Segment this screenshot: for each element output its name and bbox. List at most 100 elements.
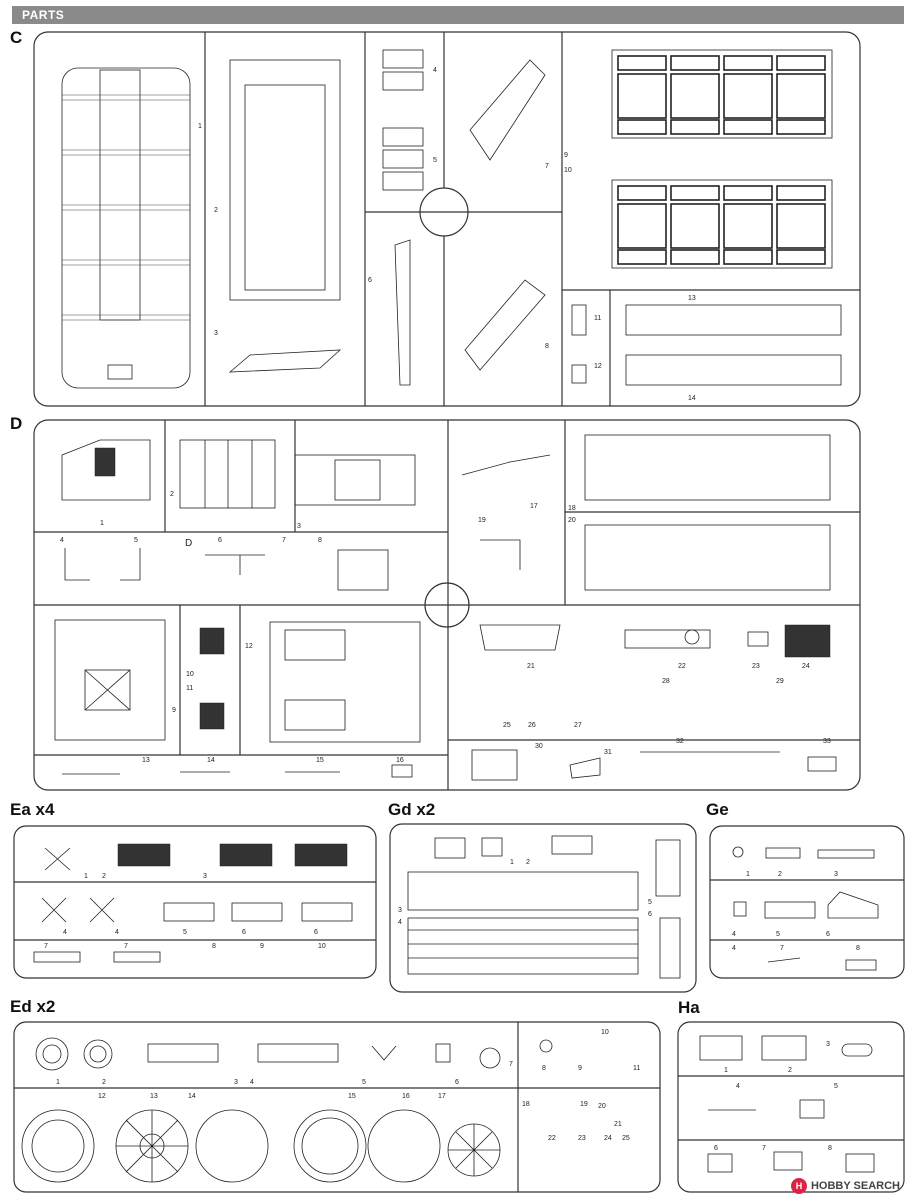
svg-text:24: 24 — [604, 1135, 612, 1142]
svg-text:4: 4 — [115, 929, 119, 936]
svg-text:2: 2 — [778, 871, 782, 878]
svg-text:9: 9 — [578, 1065, 582, 1072]
svg-text:11: 11 — [186, 685, 193, 692]
svg-text:21: 21 — [527, 663, 535, 670]
svg-text:12: 12 — [245, 643, 253, 650]
svg-text:6: 6 — [714, 1145, 718, 1152]
svg-text:16: 16 — [396, 757, 404, 764]
svg-text:24: 24 — [802, 663, 810, 670]
sprue-label-ge: Ge — [706, 800, 729, 819]
svg-text:4: 4 — [732, 945, 736, 952]
svg-text:10: 10 — [318, 943, 326, 950]
svg-text:19: 19 — [580, 1101, 588, 1108]
svg-text:5: 5 — [433, 157, 437, 164]
svg-text:8: 8 — [828, 1145, 832, 1152]
svg-text:4: 4 — [398, 919, 402, 926]
parts-title: PARTS — [22, 8, 65, 22]
svg-text:5: 5 — [834, 1083, 838, 1090]
svg-text:8: 8 — [856, 945, 860, 952]
svg-text:14: 14 — [188, 1093, 196, 1100]
svg-text:10: 10 — [564, 167, 572, 174]
parts-header: PARTS — [12, 6, 904, 24]
svg-text:3: 3 — [834, 871, 838, 878]
svg-text:33: 33 — [823, 738, 831, 745]
svg-text:21: 21 — [614, 1121, 622, 1128]
svg-text:17: 17 — [438, 1093, 446, 1100]
svg-text:3: 3 — [214, 330, 218, 337]
svg-text:32: 32 — [676, 738, 684, 745]
svg-text:2: 2 — [170, 491, 174, 498]
svg-text:27: 27 — [574, 722, 582, 729]
sprue-label-ea: Ea x4 — [10, 800, 55, 819]
svg-text:3: 3 — [297, 523, 301, 530]
svg-text:22: 22 — [678, 663, 686, 670]
svg-text:9: 9 — [260, 943, 264, 950]
svg-text:29: 29 — [776, 678, 784, 685]
svg-text:9: 9 — [564, 152, 568, 159]
svg-text:7: 7 — [282, 537, 286, 544]
svg-text:12: 12 — [594, 363, 602, 370]
svg-text:15: 15 — [348, 1093, 356, 1100]
sprue-label-ed: Ed x2 — [10, 997, 56, 1016]
svg-text:4: 4 — [63, 929, 67, 936]
svg-text:2: 2 — [102, 1079, 106, 1086]
svg-text:3: 3 — [398, 907, 402, 914]
svg-text:25: 25 — [503, 722, 511, 729]
svg-text:26: 26 — [528, 722, 536, 729]
svg-text:13: 13 — [142, 757, 150, 764]
svg-text:9: 9 — [172, 707, 176, 714]
watermark-text: HOBBY SEARCH — [810, 1180, 900, 1192]
sprue-label-c: C — [10, 28, 23, 47]
svg-text:1: 1 — [100, 520, 104, 527]
svg-text:10: 10 — [186, 671, 194, 678]
svg-text:5: 5 — [183, 929, 187, 936]
svg-text:4: 4 — [250, 1079, 254, 1086]
watermark: H HOBBY SEARCH — [790, 1178, 900, 1194]
svg-text:13: 13 — [688, 295, 696, 302]
sprue-ea: 1 2 3 4 4 5 6 6 7 7 8 9 10 — [13, 825, 377, 979]
svg-text:1: 1 — [746, 871, 750, 878]
svg-text:18: 18 — [568, 505, 576, 512]
svg-text:5: 5 — [134, 537, 138, 544]
svg-text:23: 23 — [752, 663, 760, 670]
svg-text:30: 30 — [535, 743, 543, 750]
svg-text:5: 5 — [776, 931, 780, 938]
svg-text:28: 28 — [662, 678, 670, 685]
sprue-ed: 1 2 3 4 5 6 7 12 13 14 15 16 17 8 9 10 1… — [13, 1021, 661, 1193]
svg-text:14: 14 — [688, 395, 696, 402]
svg-text:6: 6 — [314, 929, 318, 936]
svg-text:20: 20 — [568, 517, 576, 524]
sprue-label-gd: Gd x2 — [388, 800, 436, 819]
svg-text:16: 16 — [402, 1093, 410, 1100]
svg-text:6: 6 — [826, 931, 830, 938]
hobby-search-logo-icon: H — [790, 1178, 807, 1194]
svg-text:7: 7 — [44, 943, 48, 950]
svg-text:6: 6 — [455, 1079, 459, 1086]
svg-text:5: 5 — [362, 1079, 366, 1086]
sprue-ge: 1 2 3 4 5 6 4 7 8 — [709, 825, 905, 979]
svg-text:D: D — [185, 538, 192, 549]
svg-text:1: 1 — [84, 873, 88, 880]
svg-text:8: 8 — [542, 1065, 546, 1072]
svg-text:2: 2 — [102, 873, 106, 880]
svg-text:3: 3 — [203, 873, 207, 880]
svg-text:12: 12 — [98, 1093, 106, 1100]
svg-text:6: 6 — [648, 911, 652, 918]
svg-text:8: 8 — [318, 537, 322, 544]
sprue-label-d: D — [10, 414, 23, 433]
svg-text:7: 7 — [545, 163, 549, 170]
svg-text:3: 3 — [826, 1041, 830, 1048]
svg-text:6: 6 — [368, 277, 372, 284]
svg-text:1: 1 — [56, 1079, 60, 1086]
svg-text:15: 15 — [316, 757, 324, 764]
svg-text:13: 13 — [150, 1093, 158, 1100]
sprue-d: 1 2 3 4 5 D 6 7 8 9 10 11 12 — [33, 419, 861, 791]
svg-text:18: 18 — [522, 1101, 530, 1108]
svg-text:6: 6 — [218, 537, 222, 544]
svg-text:4: 4 — [736, 1083, 740, 1090]
svg-text:11: 11 — [633, 1065, 640, 1072]
svg-text:5: 5 — [648, 899, 652, 906]
svg-text:7: 7 — [124, 943, 128, 950]
sprue-gd: 1 2 3 4 5 6 — [389, 823, 697, 993]
